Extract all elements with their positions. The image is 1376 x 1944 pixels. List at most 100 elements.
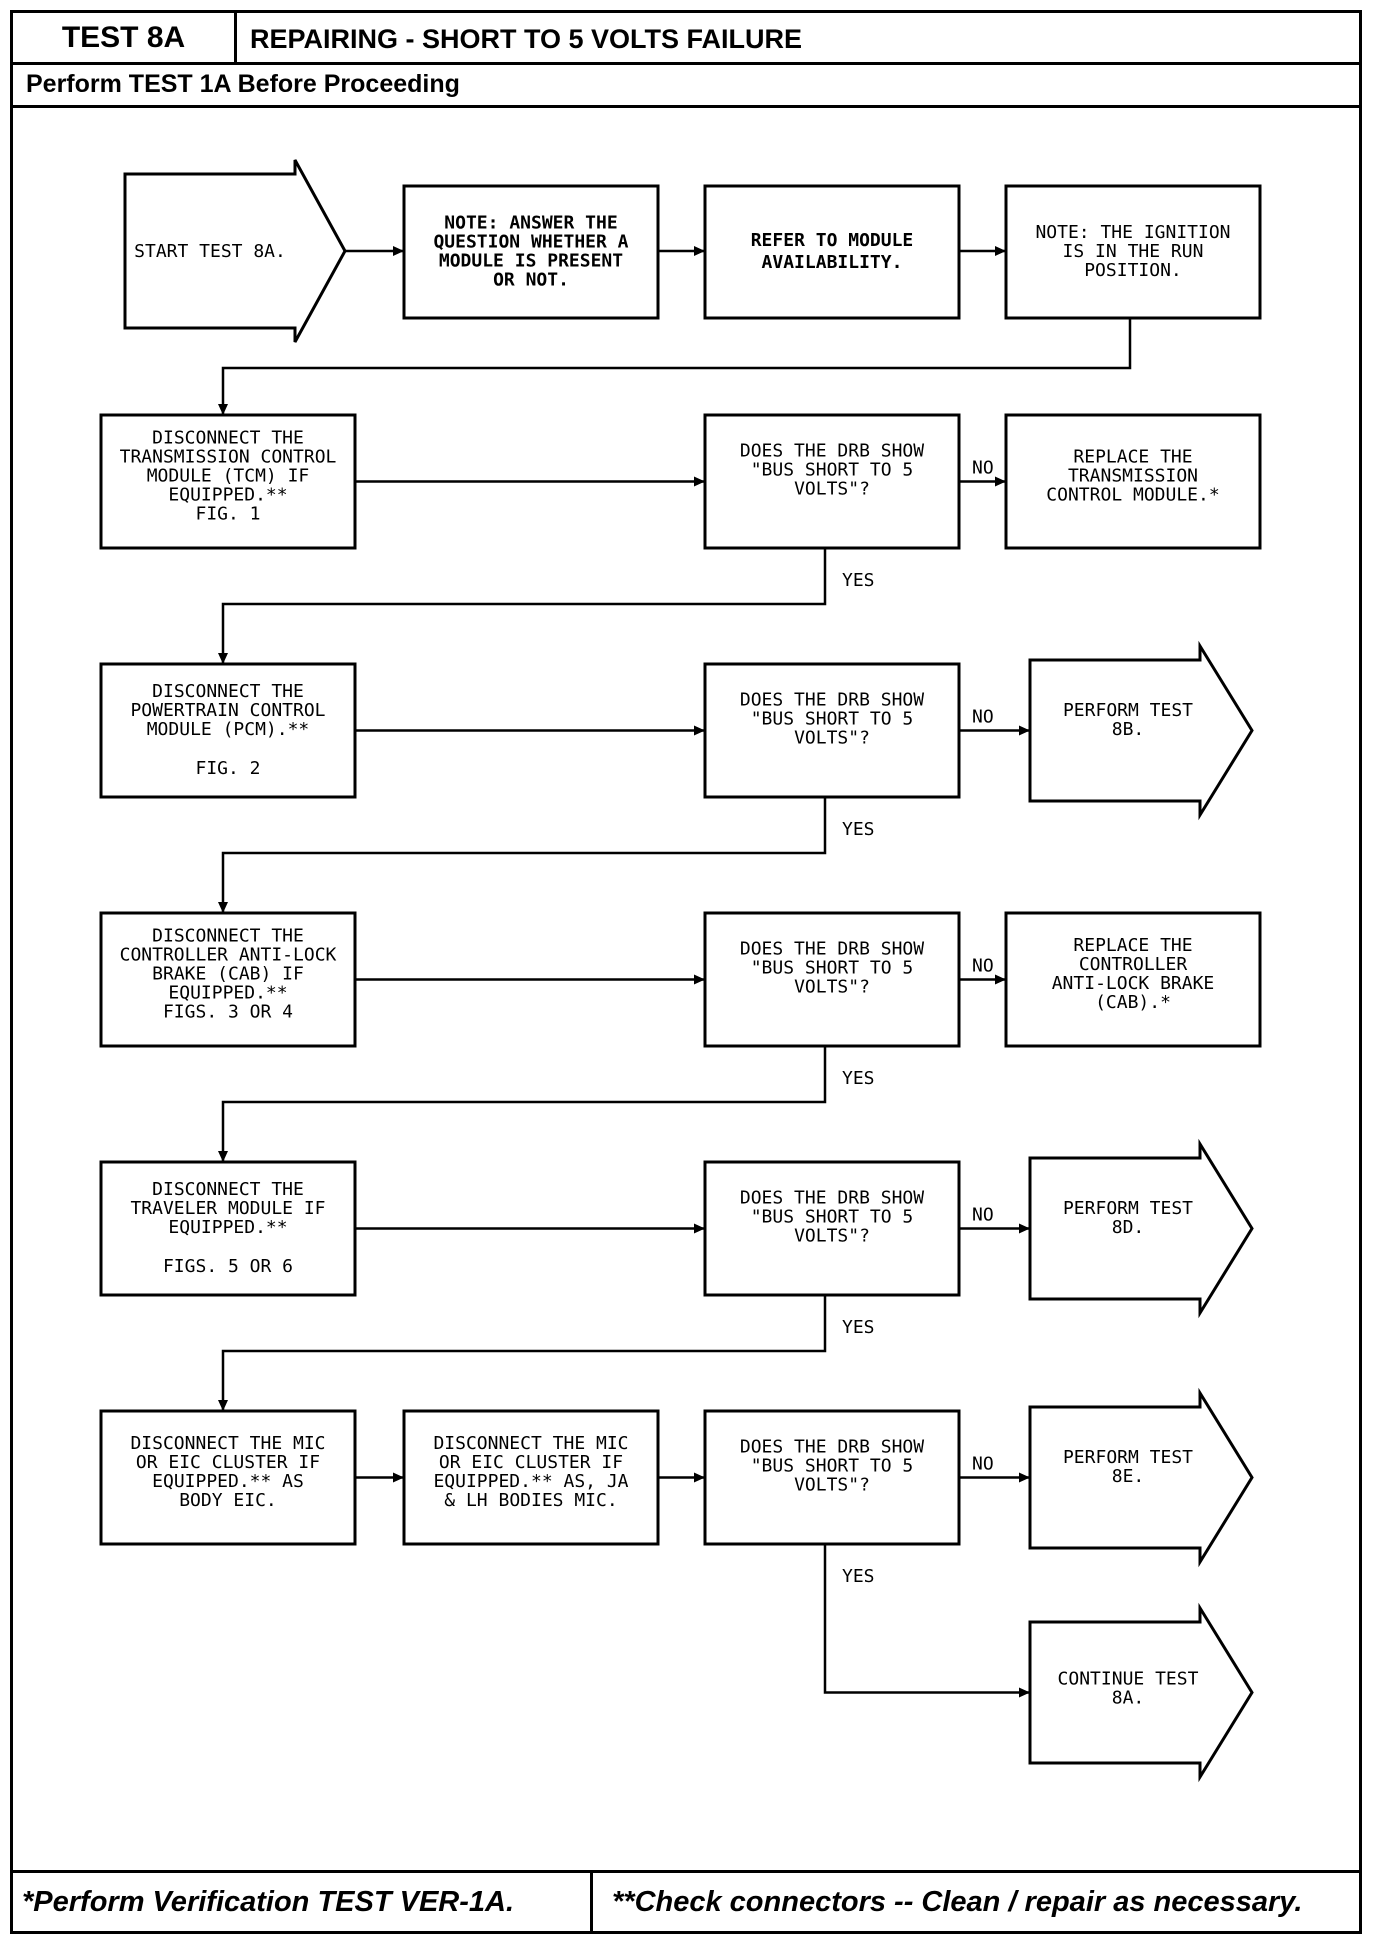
arrowhead	[694, 476, 705, 487]
refer-module-text-line: AVAILABILITY.	[762, 252, 903, 273]
start-text-line: START TEST 8A.	[134, 241, 286, 262]
arrow-yes	[221, 548, 827, 664]
note-ignition-text-line: POSITION.	[1084, 260, 1182, 281]
header-divider	[13, 62, 1359, 108]
start-arrow	[123, 159, 347, 343]
no-label: NO	[972, 956, 994, 977]
arrowhead	[694, 725, 705, 736]
disc-tcm-text-line: TRANSMISSION CONTROL	[120, 447, 337, 468]
arrowhead	[393, 1472, 404, 1483]
disc-pcm-text-line: MODULE (PCM).**	[147, 719, 310, 740]
perform-8b-text-line: 8B.	[1112, 719, 1145, 740]
arrow-yes	[221, 1295, 827, 1411]
replace-tcm-text-line: REPLACE THE	[1073, 447, 1192, 468]
no-label: NO	[972, 1454, 994, 1475]
question-text-2-line: "BUS SHORT TO 5	[751, 709, 914, 730]
note-module-text-line: QUESTION WHETHER A	[433, 232, 628, 253]
arrowhead	[694, 1472, 705, 1483]
arrow-yes	[221, 797, 827, 913]
question-text-4-line: "BUS SHORT TO 5	[751, 1207, 914, 1228]
replace-tcm-text-line: CONTROL MODULE.*	[1046, 485, 1219, 506]
footnote-verification: *Perform Verification TEST VER-1A.	[22, 1885, 515, 1918]
perform-8d-text-line: PERFORM TEST	[1063, 1198, 1193, 1219]
note-ignition-text-line: IS IN THE RUN	[1063, 241, 1204, 262]
disc-tcm-box	[99, 413, 357, 550]
question-text-1-line: VOLTS"?	[794, 479, 870, 500]
arrowhead	[218, 1151, 228, 1162]
arrowhead	[393, 246, 404, 256]
yes-label: YES	[842, 1317, 875, 1338]
disc-traveler-text-line: DISCONNECT THE	[152, 1179, 304, 1200]
question-text-5-line: DOES THE DRB SHOW	[740, 1437, 924, 1458]
note-module-text-line: OR NOT.	[493, 270, 569, 291]
perform-8d-arrow	[1028, 1138, 1254, 1319]
note-module-text-line: MODULE IS PRESENT	[439, 251, 623, 272]
disc-mic-as-text-line: DISCONNECT THE MIC	[130, 1433, 325, 1454]
perform-8b-text-line: PERFORM TEST	[1063, 700, 1193, 721]
footnote-connectors: **Check connectors -- Clean / repair as …	[612, 1885, 1303, 1918]
disc-pcm-box	[99, 662, 357, 799]
question-text-1-line: DOES THE DRB SHOW	[740, 441, 924, 462]
question-text-4-line: VOLTS"?	[794, 1226, 870, 1247]
yes-label: YES	[842, 1068, 875, 1089]
arrow-yes-continue	[823, 1544, 1030, 1694]
arrowhead	[694, 1223, 705, 1234]
continue-8a-text-line: 8A.	[1112, 1688, 1145, 1709]
disc-cab-text-line: DISCONNECT THE	[152, 926, 304, 947]
question-text-5-line: "BUS SHORT TO 5	[751, 1456, 914, 1477]
disc-mic-as-text-line: EQUIPPED.** AS	[152, 1471, 304, 1492]
question-text-2-line: DOES THE DRB SHOW	[740, 690, 924, 711]
arrowhead	[995, 476, 1006, 487]
yes-label: YES	[842, 819, 875, 840]
question-text-3-line: DOES THE DRB SHOW	[740, 939, 924, 960]
refer-module-text-line: REFER TO MODULE	[751, 230, 914, 251]
perform-8e-arrow	[1028, 1387, 1254, 1568]
disc-cab-box	[99, 911, 357, 1048]
perform-8e-text-line: PERFORM TEST	[1063, 1447, 1193, 1468]
page-frame	[10, 10, 1362, 1934]
arrow-ignition-tcm	[221, 318, 1132, 415]
continue-8a-text-line: CONTINUE TEST	[1058, 1669, 1199, 1690]
disc-mic-as-box	[99, 1409, 357, 1546]
disc-pcm-text-line: DISCONNECT THE	[152, 681, 304, 702]
perform-8e-text-line: 8E.	[1112, 1466, 1145, 1487]
question-text-3-line: "BUS SHORT TO 5	[751, 958, 914, 979]
disc-mic-ja-text-line: DISCONNECT THE MIC	[433, 1433, 628, 1454]
disc-cab-text-line: EQUIPPED.**	[168, 983, 287, 1004]
arrowhead	[694, 246, 705, 256]
question-text-4-line: DOES THE DRB SHOW	[740, 1188, 924, 1209]
disc-traveler-text-line: TRAVELER MODULE IF	[130, 1198, 325, 1219]
replace-cab-text-line: ANTI-LOCK BRAKE	[1052, 973, 1215, 994]
disc-mic-as-text-line: OR EIC CLUSTER IF	[136, 1452, 320, 1473]
arrowhead	[218, 653, 228, 664]
arrowhead	[1019, 1223, 1030, 1234]
disc-mic-ja-text-line: & LH BODIES MIC.	[444, 1490, 617, 1511]
no-label: NO	[972, 1205, 994, 1226]
page-title: REPAIRING - SHORT TO 5 VOLTS FAILURE	[250, 23, 803, 54]
replace-cab-box	[1004, 911, 1262, 1048]
no-label: NO	[972, 458, 994, 479]
note-ignition-text-line: NOTE: THE IGNITION	[1035, 222, 1230, 243]
arrowhead	[1019, 1687, 1030, 1698]
disc-mic-ja-text-line: OR EIC CLUSTER IF	[439, 1452, 623, 1473]
perform-8b-arrow	[1028, 640, 1254, 821]
arrowhead	[218, 902, 228, 913]
question-text-5-line: VOLTS"?	[794, 1475, 870, 1496]
arrowhead	[995, 974, 1006, 985]
arrow-yes	[221, 1046, 827, 1162]
replace-cab-text-line: (CAB).*	[1095, 992, 1171, 1013]
question-text-2-line: VOLTS"?	[794, 728, 870, 749]
footer-divider	[13, 1870, 1359, 1873]
question-box-3	[703, 911, 961, 1048]
replace-cab-text-line: REPLACE THE	[1073, 935, 1192, 956]
yes-label: YES	[842, 1566, 875, 1587]
disc-tcm-text-line: FIG. 1	[195, 504, 260, 525]
disc-cab-text-line: BRAKE (CAB) IF	[152, 964, 304, 985]
replace-cab-text-line: CONTROLLER	[1079, 954, 1188, 975]
question-box-2	[703, 662, 961, 799]
disc-tcm-text-line: EQUIPPED.**	[168, 485, 287, 506]
arrowhead	[995, 246, 1006, 256]
disc-traveler-fig: FIGS. 5 OR 6	[163, 1256, 293, 1277]
disc-pcm-fig: FIG. 2	[195, 758, 260, 779]
disc-cab-text-line: CONTROLLER ANTI-LOCK	[120, 945, 337, 966]
